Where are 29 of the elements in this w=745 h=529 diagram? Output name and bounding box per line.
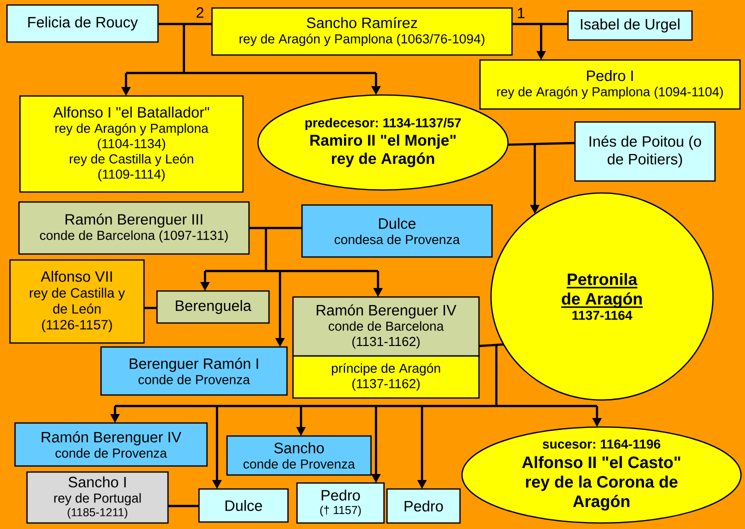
person-box: Inés de Poitou (o de Poitiers)	[574, 121, 716, 182]
connector-line	[144, 306, 157, 310]
person-box: Pedro	[386, 488, 461, 524]
person-box: Alfonso VII rey de Castilla y de León (1126-1157)	[9, 259, 145, 344]
connector-line	[158, 22, 212, 26]
person-box: Felicia de Roucy	[6, 4, 159, 43]
person-box: Berenguela	[156, 290, 270, 324]
person-box: Sancho conde de Provenza	[226, 435, 372, 476]
connector-line	[168, 504, 199, 508]
connector-line	[512, 22, 568, 26]
person-box: Isabel de Urgel	[567, 10, 693, 41]
person-box: Ramón Berenguer III conde de Barcelona (1097-1131)	[18, 201, 250, 255]
person-box: Pedro I rey de Aragón y Pamplona (1094-1104)	[479, 59, 741, 110]
connector-line	[249, 226, 302, 230]
person-box: Ramón Berenguer IV conde de Provenza	[14, 422, 208, 467]
descent-line	[114, 344, 598, 408]
person-box: Dulce condesa de Provenza	[301, 204, 493, 258]
person-box: Sancho I rey de Portugal (1185-1211)	[26, 471, 169, 524]
descent-line	[124, 22, 378, 74]
connector-line	[478, 343, 504, 348]
person-box: Pedro († 1157)	[296, 482, 385, 524]
person-box: Sancho Ramírez rey de Aragón y Pamplona (1063/76-1094)	[211, 7, 513, 56]
descent-line	[204, 226, 380, 272]
person-box: Ramón Berenguer IV conde de Barcelona (1131-1162)	[292, 296, 480, 357]
person-box: Berenguer Ramón I conde de Provenza	[100, 346, 288, 396]
person-box: príncipe de Aragón (1137-1162)	[292, 355, 480, 399]
person-box: Alfonso I "el Batallador" rey de Aragón y Pamplona (1104-1134) rey de Castilla y León (1109-1114)	[19, 95, 244, 193]
person-box: Dulce	[198, 488, 289, 523]
connector-line	[508, 142, 576, 146]
